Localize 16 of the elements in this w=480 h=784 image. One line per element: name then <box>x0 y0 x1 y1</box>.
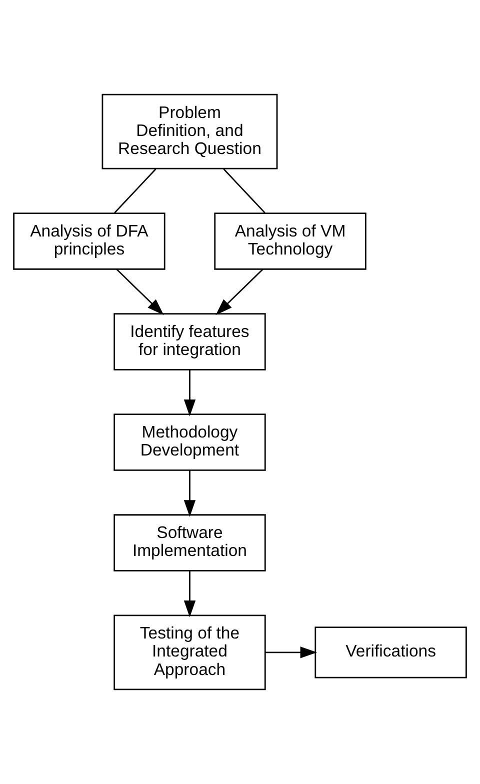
arrow <box>266 646 318 658</box>
arrow <box>184 370 196 416</box>
arrow <box>116 268 164 316</box>
node-box: Analysis of DFA principles <box>13 212 166 270</box>
connector <box>223 168 266 214</box>
node-box: Analysis of VM Technology <box>214 212 366 270</box>
node-box: Methodology Development <box>114 414 266 471</box>
node-box: Testing of the Integrated Approach <box>114 614 266 690</box>
node-box: Software Implementation <box>114 514 266 572</box>
node-box: Problem Definition, and Research Question <box>102 94 278 170</box>
arrow <box>184 571 196 618</box>
connector <box>114 168 156 214</box>
node-box: Verifications <box>314 626 467 678</box>
arrow <box>216 268 264 316</box>
arrow <box>184 470 196 517</box>
node-box: Identify features for integration <box>114 313 266 370</box>
